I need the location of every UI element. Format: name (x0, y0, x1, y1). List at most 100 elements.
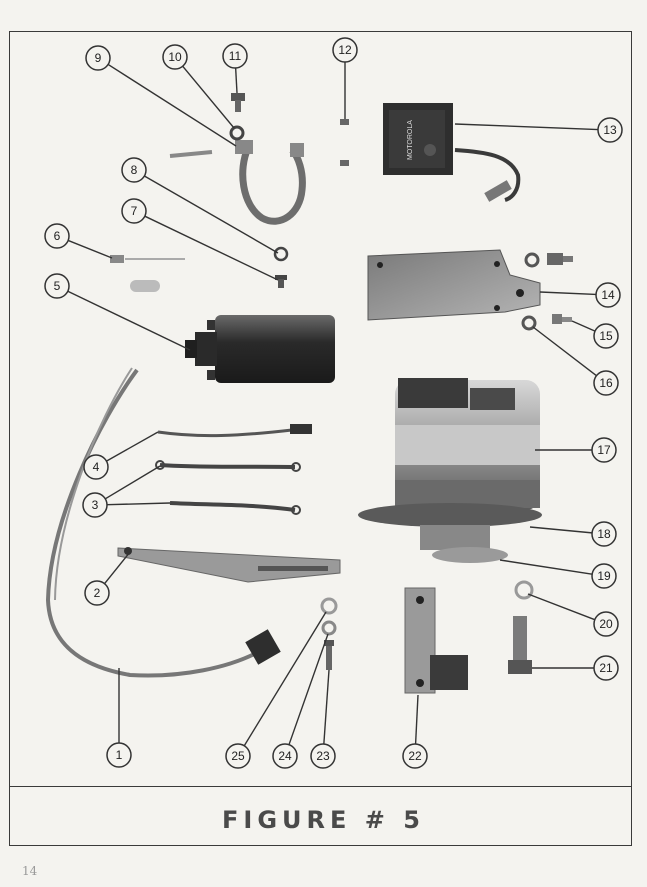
callout-number-15: 15 (599, 329, 613, 343)
callout-number-4: 4 (93, 460, 100, 474)
leader-line-16 (532, 326, 597, 377)
callout-number-21: 21 (599, 661, 613, 675)
bolt-part-23 (324, 640, 334, 670)
callout-circle-14 (595, 282, 621, 308)
screw-part-12b (340, 160, 349, 166)
callout-number-8: 8 (131, 163, 138, 177)
leader-line-14 (539, 291, 597, 296)
washer-part-10 (229, 125, 245, 141)
leader-line-23 (323, 669, 330, 745)
callout-circle-1 (106, 742, 132, 768)
callout-number-7: 7 (131, 204, 138, 218)
wire-part-3b (169, 501, 296, 512)
callout-number-5: 5 (54, 279, 61, 293)
callout-circle-4 (83, 454, 109, 480)
callout-circle-6 (44, 223, 70, 249)
pin-part (169, 150, 213, 158)
bracket-part-22 (404, 587, 468, 694)
callout-circle-15 (593, 323, 619, 349)
leader-lines (67, 62, 599, 747)
callout-number-17: 17 (597, 443, 611, 457)
leader-line-24 (288, 633, 329, 745)
callout-number-22: 22 (408, 749, 422, 763)
leader-line-10 (182, 65, 235, 129)
callout-number-11: 11 (229, 49, 242, 63)
callout-circle-7 (121, 198, 147, 224)
leader-line-15 (571, 320, 596, 332)
callout-number-19: 19 (597, 569, 611, 583)
callout-circle-18 (591, 521, 617, 547)
callout-number-16: 16 (599, 376, 613, 390)
leader-line-3 (106, 502, 171, 506)
callout-number-20: 20 (599, 617, 613, 631)
washer-part-8 (273, 246, 289, 262)
washer-part-20 (514, 580, 534, 600)
callout-circle-13 (597, 117, 623, 143)
screw-part-7 (275, 275, 287, 288)
washer-part-24 (321, 620, 337, 636)
leader-line-25 (243, 611, 327, 747)
bolt-part-14 (547, 253, 573, 265)
washer-part-14 (524, 252, 540, 268)
leader-line-11 (234, 67, 238, 94)
callout-circle-3 (82, 492, 108, 518)
alternator-part (358, 378, 542, 563)
callout-circle-24 (272, 743, 298, 769)
leader-line-20 (527, 593, 596, 621)
callout-circle-21 (593, 655, 619, 681)
ignition-coil-part (185, 315, 335, 383)
callout-circle-11 (222, 43, 248, 69)
callout-circle-12 (332, 37, 358, 63)
callout-number-14: 14 (601, 288, 615, 302)
brace-part-2 (117, 547, 341, 583)
figure-frame (9, 31, 632, 846)
callout-circle-25 (225, 743, 251, 769)
callout-circle-5 (44, 273, 70, 299)
callout-number-24: 24 (278, 749, 292, 763)
callout-number-12: 12 (338, 43, 352, 57)
leader-line-3 (104, 465, 161, 500)
callout-number-2: 2 (94, 586, 101, 600)
regulator-brand-label: MOTOROLA (407, 120, 414, 160)
callout-number-9: 9 (95, 51, 102, 65)
wire-part-3a (159, 463, 296, 469)
callout-number-6: 6 (54, 229, 61, 243)
callout-number-13: 13 (603, 123, 617, 137)
leader-line-5 (67, 290, 191, 351)
leader-line-13 (454, 123, 599, 131)
leader-line-2 (103, 551, 131, 585)
leader-line-7 (144, 215, 279, 281)
figure-caption: FIGURE # 5 (0, 806, 647, 834)
wiring-harness-part (45, 367, 281, 678)
callout-circle-23 (310, 743, 336, 769)
page-corner-mark: 14 (22, 864, 38, 878)
callout-circle-10 (162, 44, 188, 70)
caption-divider (9, 786, 632, 787)
leader-line-22 (414, 694, 419, 745)
figure-number: # 5 (364, 806, 425, 834)
leader-line-18 (529, 526, 593, 534)
callout-circle-16 (593, 370, 619, 396)
hardware-part-6 (110, 255, 185, 292)
screw-part-11 (231, 93, 245, 112)
callout-number-25: 25 (231, 749, 245, 763)
wire-part-4 (157, 424, 312, 438)
leader-line-19 (499, 559, 593, 575)
callout-number-3: 3 (92, 498, 99, 512)
callout-circle-9 (85, 45, 111, 71)
bolt-part-21 (508, 616, 532, 674)
callout-circle-20 (593, 611, 619, 637)
callout-number-10: 10 (168, 50, 182, 64)
figure-title-word: FIGURE (222, 806, 352, 834)
leader-line-4 (106, 431, 159, 462)
bracket-part-14 (367, 249, 541, 321)
clamp-strap-part (235, 140, 306, 225)
screw-part-12a (340, 119, 349, 125)
callout-circle-8 (121, 157, 147, 183)
callout-number-18: 18 (597, 527, 611, 541)
voltage-regulator-part: MOTOROLA (383, 103, 521, 202)
callout-circle-2 (84, 580, 110, 606)
callout-circle-22 (402, 743, 428, 769)
